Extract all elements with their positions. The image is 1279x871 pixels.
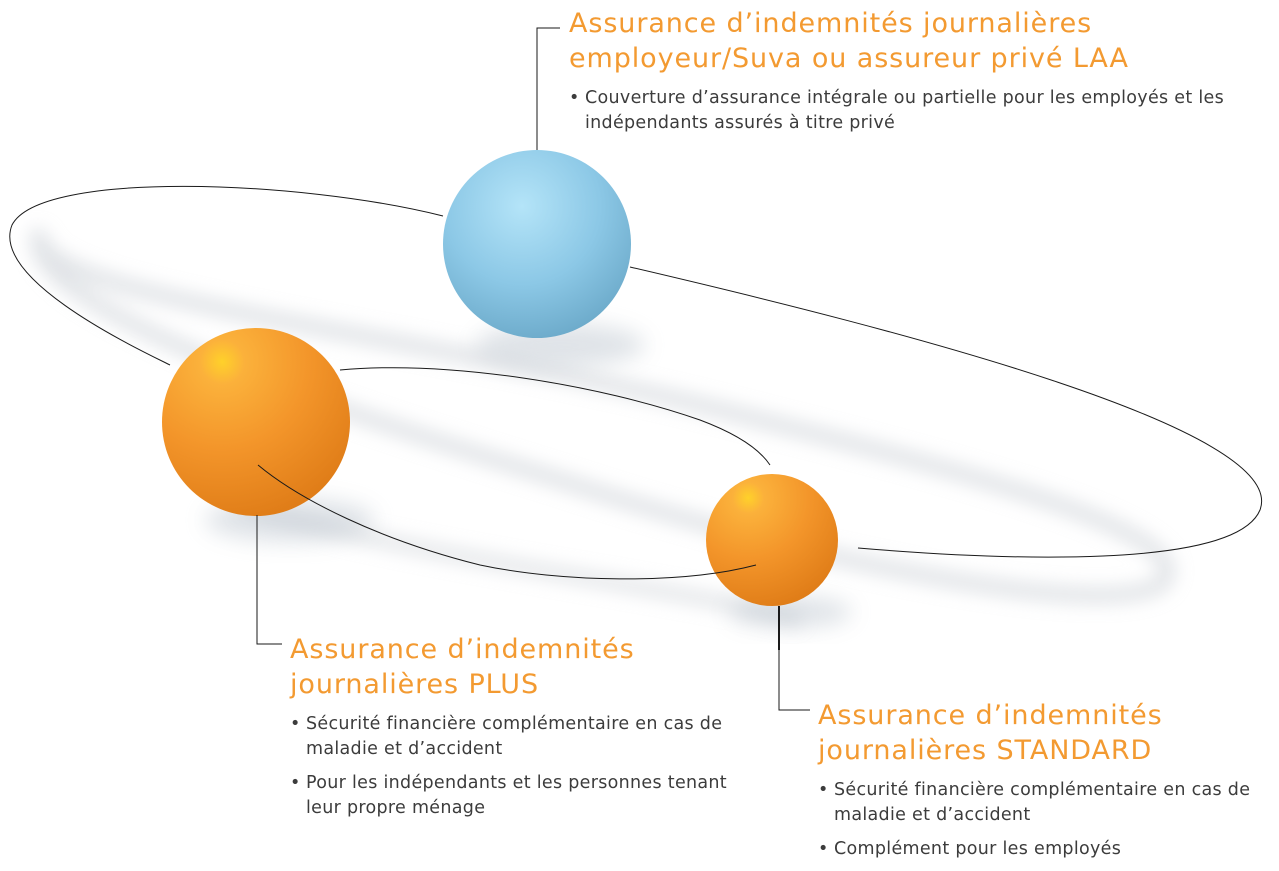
connector-plus — [256, 515, 282, 645]
connector-top — [536, 27, 560, 150]
node-top-label: Assurance d’indemnités journalières empl… — [569, 6, 1274, 145]
orbit-large — [9, 185, 444, 366]
node-top-bullets: Couverture d’assurance intégrale ou part… — [569, 86, 1274, 136]
orbit-small-front — [257, 464, 757, 580]
node-standard-label: Assurance d’indemnités journalières STAN… — [818, 698, 1258, 871]
node-plus-label: Assurance d’indemnités journalières PLUS… — [290, 632, 760, 830]
bullet-item: Couverture d’assurance intégrale ou part… — [569, 86, 1274, 136]
node-plus-title: Assurance d’indemnités journalières PLUS — [290, 632, 760, 702]
node-plus-title-line1: Assurance d’indemnités — [290, 634, 635, 665]
node-plus-bullets: Sécurité financière complémentaire en ca… — [290, 712, 760, 821]
bullet-item: Sécurité financière complémentaire en ca… — [818, 778, 1258, 828]
bullet-item: Complément pour les employés — [818, 837, 1258, 862]
node-plus-title-line2: journalières PLUS — [290, 669, 539, 700]
node-standard-title: Assurance d’indemnités journalières STAN… — [818, 698, 1258, 768]
node-top-title-line1: Assurance d’indemnités journalières — [569, 8, 1093, 39]
node-standard-bullets: Sécurité financière complémentaire en ca… — [818, 778, 1258, 862]
orbit-small-back — [339, 367, 771, 466]
node-standard-title-line2: journalières STANDARD — [818, 735, 1153, 766]
bullet-item: Pour les indépendants et les personnes t… — [290, 771, 760, 821]
sphere-blue — [443, 150, 631, 338]
node-top-title-line2: employeur/Suva ou assureur privé LAA — [569, 43, 1129, 74]
connector-standard — [778, 620, 810, 711]
node-standard-title-line1: Assurance d’indemnités — [818, 700, 1163, 731]
orbit-large-right — [629, 266, 1263, 558]
sphere-orange-plus — [162, 328, 350, 516]
bullet-item: Sécurité financière complémentaire en ca… — [290, 712, 760, 762]
node-top-title: Assurance d’indemnités journalières empl… — [569, 6, 1274, 76]
sphere-orange-standard — [706, 474, 838, 606]
